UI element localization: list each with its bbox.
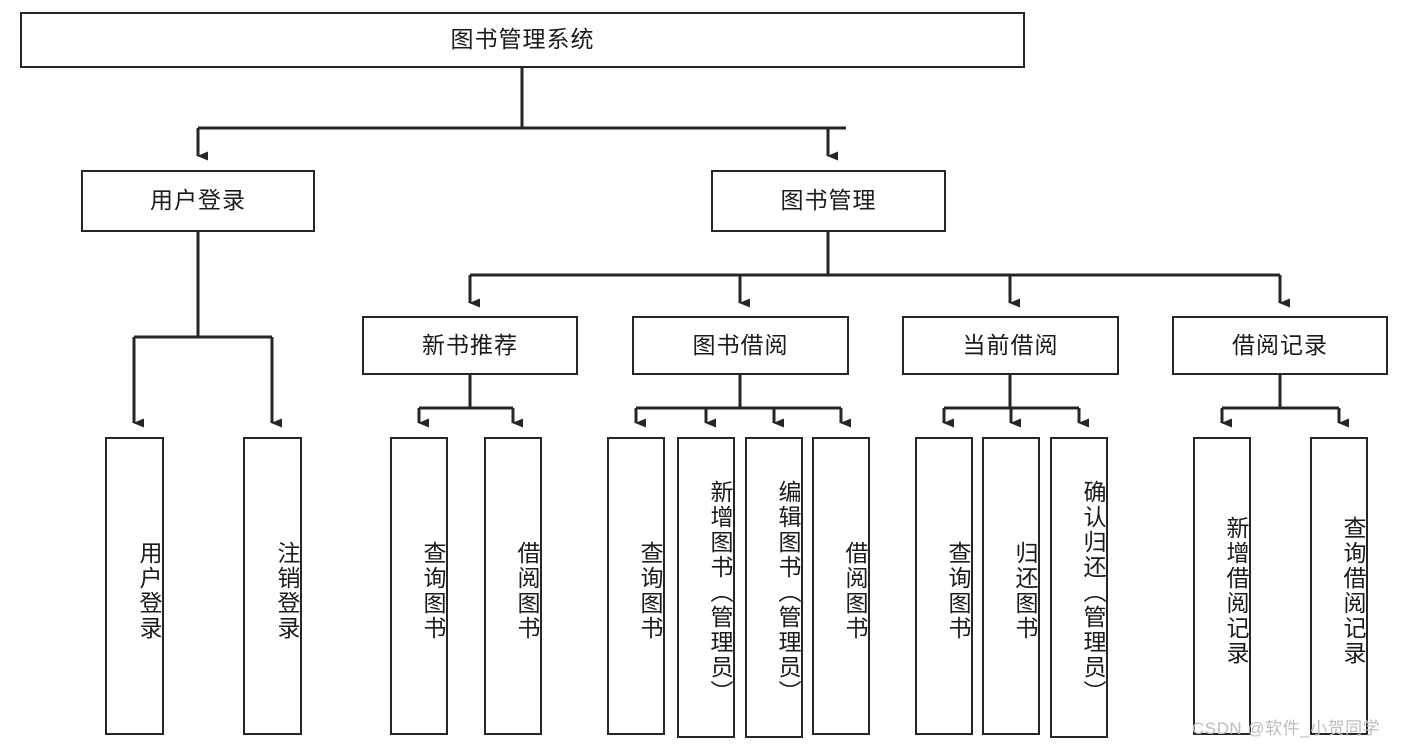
node-current-borrow-label: 当前借阅 bbox=[962, 331, 1059, 358]
node-book-borrow-label: 图书借阅 bbox=[692, 331, 789, 358]
node-leaf-borrow-book-1[interactable]: 借阅图书 bbox=[484, 437, 542, 735]
node-leaf-query-book-2[interactable]: 查询图书 bbox=[607, 437, 665, 735]
node-leaf-borrow-book-1-label: 借阅图书 bbox=[514, 541, 540, 641]
node-leaf-logout[interactable]: 注销登录 bbox=[243, 437, 302, 735]
node-leaf-query-record-label: 查询借阅记录 bbox=[1340, 516, 1366, 666]
node-user-login[interactable]: 用户登录 bbox=[81, 170, 315, 232]
node-leaf-return-book-label: 归还图书 bbox=[1012, 541, 1038, 641]
node-new-book-rec-label: 新书推荐 bbox=[422, 331, 518, 358]
node-user-login-label: 用户登录 bbox=[150, 187, 246, 214]
node-leaf-query-book-1-label: 查询图书 bbox=[420, 541, 446, 641]
node-leaf-query-book-3-label: 查询图书 bbox=[945, 541, 971, 641]
node-leaf-add-record[interactable]: 新增借阅记录 bbox=[1193, 437, 1251, 735]
node-leaf-query-book-3[interactable]: 查询图书 bbox=[915, 437, 973, 735]
node-leaf-user-login[interactable]: 用户登录 bbox=[105, 437, 164, 735]
node-leaf-edit-book-label: 编辑图书（管理员） bbox=[775, 480, 801, 705]
node-leaf-confirm-return-label: 确认归还（管理员） bbox=[1080, 480, 1106, 705]
node-leaf-add-record-label: 新增借阅记录 bbox=[1223, 516, 1249, 666]
node-borrow-record-label: 借阅记录 bbox=[1232, 331, 1328, 358]
node-leaf-add-book-label: 新增图书（管理员） bbox=[707, 480, 733, 705]
node-leaf-borrow-book-2[interactable]: 借阅图书 bbox=[812, 437, 870, 735]
node-leaf-edit-book[interactable]: 编辑图书（管理员） bbox=[745, 437, 803, 738]
node-root[interactable]: 图书管理系统 bbox=[20, 12, 1025, 68]
node-leaf-borrow-book-2-label: 借阅图书 bbox=[842, 541, 868, 641]
node-leaf-return-book[interactable]: 归还图书 bbox=[982, 437, 1040, 735]
node-leaf-add-book[interactable]: 新增图书（管理员） bbox=[677, 437, 735, 738]
node-root-label: 图书管理系统 bbox=[450, 26, 595, 53]
node-book-manage-label: 图书管理 bbox=[780, 187, 877, 214]
node-leaf-query-record[interactable]: 查询借阅记录 bbox=[1310, 437, 1368, 735]
node-leaf-query-book-1[interactable]: 查询图书 bbox=[390, 437, 448, 735]
node-leaf-query-book-2-label: 查询图书 bbox=[637, 541, 663, 641]
node-book-borrow[interactable]: 图书借阅 bbox=[632, 316, 849, 375]
node-leaf-confirm-return[interactable]: 确认归还（管理员） bbox=[1050, 437, 1108, 738]
watermark-text: CSDN @软件_小贺同学 bbox=[1192, 719, 1381, 738]
node-new-book-rec[interactable]: 新书推荐 bbox=[362, 316, 578, 375]
node-current-borrow[interactable]: 当前借阅 bbox=[902, 316, 1119, 375]
node-borrow-record[interactable]: 借阅记录 bbox=[1172, 316, 1388, 375]
node-book-manage[interactable]: 图书管理 bbox=[711, 170, 946, 232]
node-leaf-logout-label: 注销登录 bbox=[274, 541, 300, 641]
node-leaf-user-login-label: 用户登录 bbox=[136, 541, 162, 641]
